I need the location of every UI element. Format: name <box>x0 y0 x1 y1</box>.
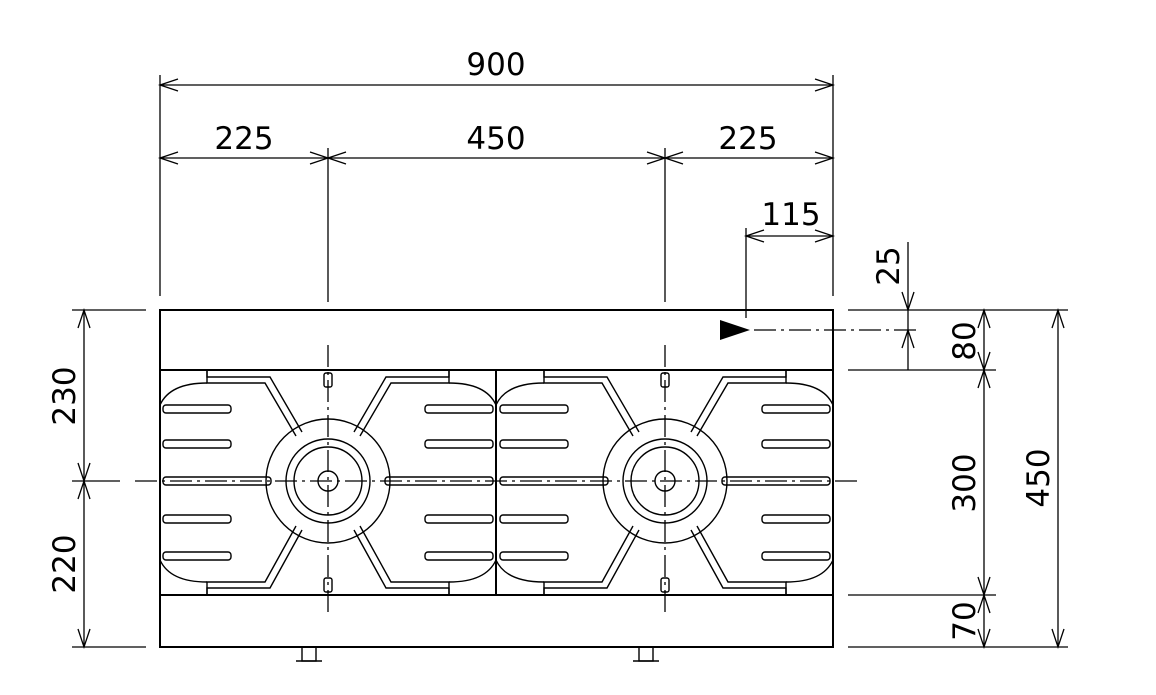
dim-text-25: 25 <box>871 246 907 285</box>
dim-text-900: 900 <box>466 47 525 83</box>
dim-text-80: 80 <box>947 321 983 360</box>
gas-inlet-marker <box>720 320 918 340</box>
dimension-overall-width: 900 <box>157 47 836 296</box>
dim-text-300: 300 <box>947 453 983 512</box>
dim-text-115: 115 <box>761 197 820 233</box>
range-body <box>159 309 834 662</box>
dim-text-450-depth: 450 <box>1021 448 1057 507</box>
center-lines <box>135 345 858 615</box>
dimension-depths-right: 25 80 300 70 450 <box>848 242 1068 650</box>
dim-text-225-left: 225 <box>214 121 273 157</box>
dim-text-220: 220 <box>47 534 83 593</box>
dimension-burner-depth: 230 220 <box>47 307 146 650</box>
foot-left <box>301 646 317 662</box>
dimension-gas-inlet-offset: 115 <box>743 197 836 318</box>
foot-right <box>638 646 654 662</box>
dim-text-230: 230 <box>47 366 83 425</box>
dim-text-450-spacing: 450 <box>466 121 525 157</box>
burner-grate-left <box>159 370 497 595</box>
dim-text-225-right: 225 <box>718 121 777 157</box>
dim-text-70: 70 <box>947 601 983 640</box>
dimension-burner-positions: 225 450 225 <box>157 121 836 302</box>
